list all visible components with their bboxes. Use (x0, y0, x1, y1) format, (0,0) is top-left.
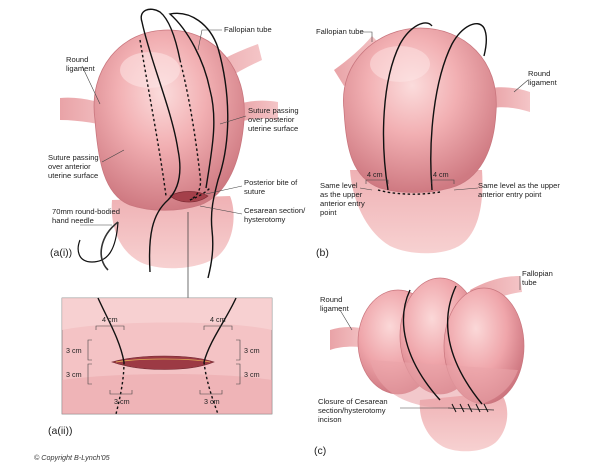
label-round-ligament-b: Round ligament (528, 69, 558, 87)
suture-zoom-left-bottom (115, 361, 125, 415)
panel-b: 4 cm 4 cm Fallopian tube Round ligament … (316, 22, 562, 259)
suture-zoom-right-top (203, 297, 237, 363)
measure-a2-left-lower: 3 cm (66, 370, 82, 379)
label-needle: 70mm round-bodied hand needle (52, 207, 122, 225)
suture-b-left (382, 22, 433, 191)
uterus-highlight (120, 52, 180, 88)
label-fallopian-tube-a1: Fallopian tube (224, 25, 272, 34)
panel-c: Round ligament Fallopian tube Closure of… (314, 269, 555, 457)
closure-stitches (451, 403, 489, 413)
suture-b-right (430, 23, 487, 191)
measure-a2-bottom-right: 3 cm (204, 397, 220, 406)
measure-b-right: 4 cm (433, 170, 449, 179)
suture-zoom-left-top (97, 297, 125, 363)
suture-tail-right (207, 229, 214, 279)
label-cesarean-a1: Cesarean section/ hysterotomy (244, 206, 307, 224)
right-round-ligament-b (490, 87, 530, 112)
panel-tag-b: (b) (316, 247, 329, 259)
panel-tag-c: (c) (314, 445, 326, 457)
hysterotomy-incision (169, 191, 209, 203)
label-round-ligament-a1: Round ligament (66, 55, 96, 73)
measure-a2-bottom-left: 3 cm (114, 397, 130, 406)
needle-thread (77, 221, 119, 263)
suture-anterior-left (140, 8, 181, 273)
suture-right (168, 12, 229, 231)
uterus-highlight-b (370, 46, 430, 82)
needle-icon (100, 221, 119, 271)
measure-b-left: 4 cm (367, 170, 383, 179)
panel-tag-a1: (a(i)) (50, 247, 72, 259)
label-fallopian-tube-b: Fallopian tube (316, 27, 364, 36)
posterior-bite-b (377, 189, 441, 195)
lower-uterine-segment (111, 196, 234, 269)
measure-a2-top-left: 4 cm (102, 315, 118, 324)
panel-tag-a2: (a(ii)) (48, 425, 73, 437)
label-same-level-right: Same level as the upper anterior entry p… (478, 181, 562, 199)
label-same-level-left: Same level as the upper anterior entry p… (320, 181, 367, 217)
label-suture-anterior: Suture passing over anterior uterine sur… (48, 153, 101, 180)
measure-a2-right-lower: 3 cm (244, 370, 260, 379)
suture-posterior-left (179, 59, 202, 201)
measure-a2-left-upper: 3 cm (66, 346, 82, 355)
label-posterior-bite: Posterior bite of suture (244, 178, 299, 196)
copyright-text: © Copyright B-Lynch'05 (34, 453, 111, 462)
panel-a-ii: 4 cm 4 cm 3 cm 3 cm 3 cm 3 cm 3 cm 3 cm … (48, 297, 273, 437)
suture-zoom-right-bottom (203, 361, 219, 415)
label-closure: Closure of Cesarean section/hysterotomy … (318, 397, 390, 424)
measure-a2-top-right: 4 cm (210, 315, 226, 324)
label-suture-posterior: Suture passing over posterior uterine su… (248, 106, 301, 133)
label-round-ligament-c: Round ligament (320, 295, 350, 313)
right-round-ligament (238, 100, 278, 122)
measure-a2-right-upper: 3 cm (244, 346, 260, 355)
panel-a-i: Round ligament Fallopian tube Suture pas… (48, 8, 307, 300)
suture-c-right (446, 285, 483, 405)
label-fallopian-tube-c: Fallopian tube (522, 269, 555, 287)
posterior-bite (189, 187, 211, 201)
suture-c-left (402, 289, 441, 401)
suture-posterior-center (139, 39, 167, 197)
